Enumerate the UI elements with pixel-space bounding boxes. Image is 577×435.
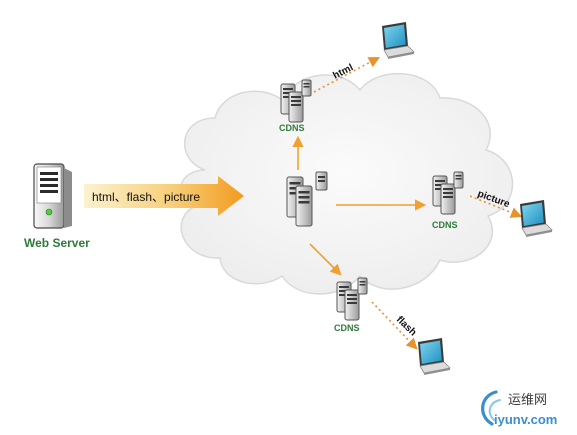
central-server-cluster-icon bbox=[286, 171, 328, 227]
link-right-cdn-to-laptop bbox=[469, 195, 523, 218]
laptop-icon-bottom bbox=[417, 337, 451, 376]
cdn-right-label: CDNS bbox=[432, 220, 458, 230]
laptop-icon-right bbox=[519, 199, 553, 238]
link-bottom-cdn-to-laptop bbox=[371, 301, 418, 350]
web-server-icon bbox=[33, 163, 72, 229]
link-label-flash: flash bbox=[394, 314, 418, 338]
web-server-label: Web Server bbox=[24, 236, 90, 250]
watermark-url: iyunv.com bbox=[494, 412, 557, 427]
main-arrow-label: html、flash、picture bbox=[92, 190, 200, 204]
watermark-logo bbox=[481, 390, 501, 426]
link-top-cdn-to-laptop bbox=[313, 56, 380, 93]
arrow-to-bottom-cdn bbox=[309, 243, 342, 276]
main-distribution-arrow bbox=[84, 176, 244, 216]
cdn-top-label: CDNS bbox=[279, 123, 305, 133]
watermark-cn: 运维网 bbox=[508, 393, 547, 408]
cdn-bottom-label: CDNS bbox=[334, 323, 360, 333]
laptop-icon-top bbox=[381, 21, 415, 60]
